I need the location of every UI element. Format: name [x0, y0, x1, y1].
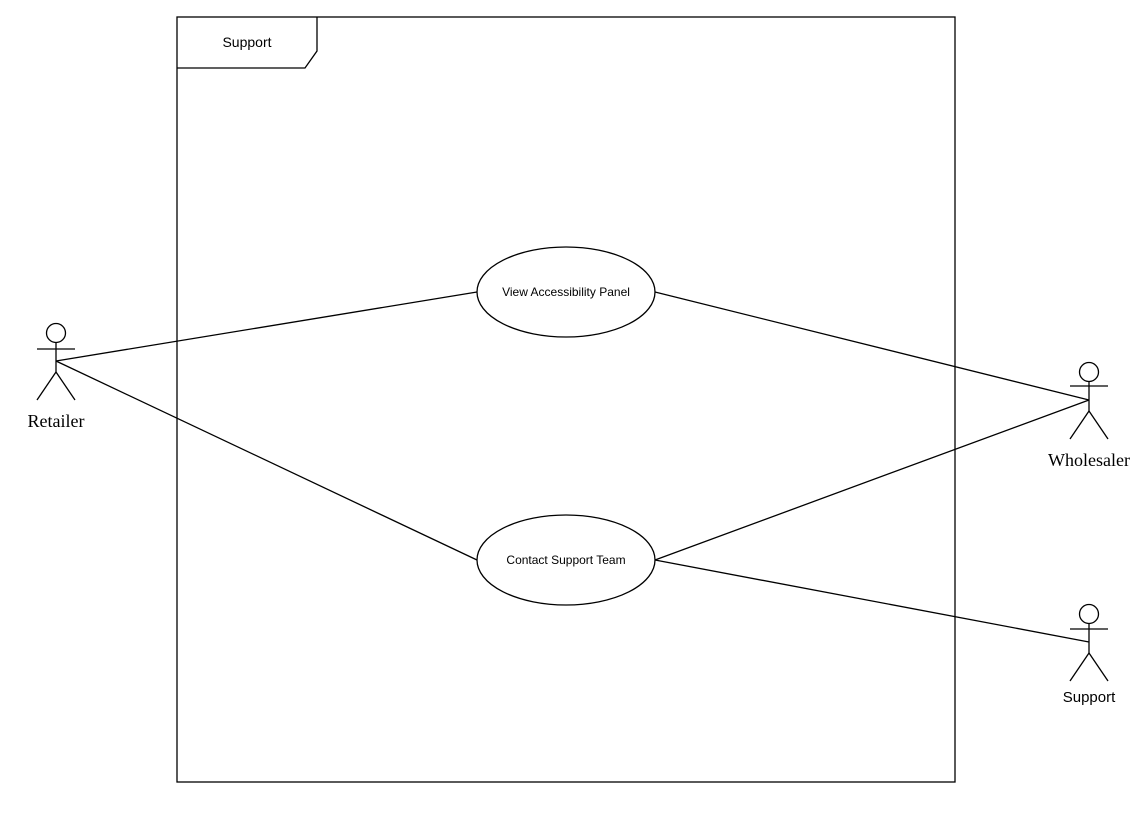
association-view-accessibility-wholesaler[interactable]	[654, 291, 1090, 401]
actor-wholesaler[interactable]: Wholesaler	[1048, 361, 1130, 471]
associations	[55, 291, 1090, 643]
stick-figure-icon	[36, 322, 76, 401]
system-boundary-label: Support	[222, 34, 271, 50]
use-case-label: View Accessibility Panel	[502, 285, 630, 299]
actor-retailer[interactable]: Retailer	[28, 322, 85, 432]
actor-support[interactable]: Support	[1063, 603, 1116, 707]
actor-label: Retailer	[28, 411, 85, 431]
use-case-contact-support-team[interactable]: Contact Support Team	[476, 514, 656, 606]
use-case-ellipse	[476, 514, 656, 606]
actor-label: Support	[1063, 689, 1116, 706]
system-boundary-frame	[176, 16, 956, 783]
system-boundary[interactable]: Support	[176, 16, 956, 783]
use-case-label: Contact Support Team	[506, 553, 625, 567]
association-contact-support-support[interactable]	[654, 559, 1090, 643]
association-contact-support-wholesaler[interactable]	[654, 399, 1090, 561]
system-boundary-tab	[177, 17, 318, 69]
actor-label: Wholesaler	[1048, 450, 1130, 470]
stick-figure-icon	[1069, 603, 1109, 682]
association-retailer-contact-support[interactable]	[55, 360, 478, 561]
stick-figure-icon	[1069, 361, 1109, 440]
association-retailer-view-accessibility[interactable]	[55, 291, 478, 362]
use-case-ellipse	[476, 246, 656, 338]
use-case-view-accessibility-panel[interactable]: View Accessibility Panel	[476, 246, 656, 338]
